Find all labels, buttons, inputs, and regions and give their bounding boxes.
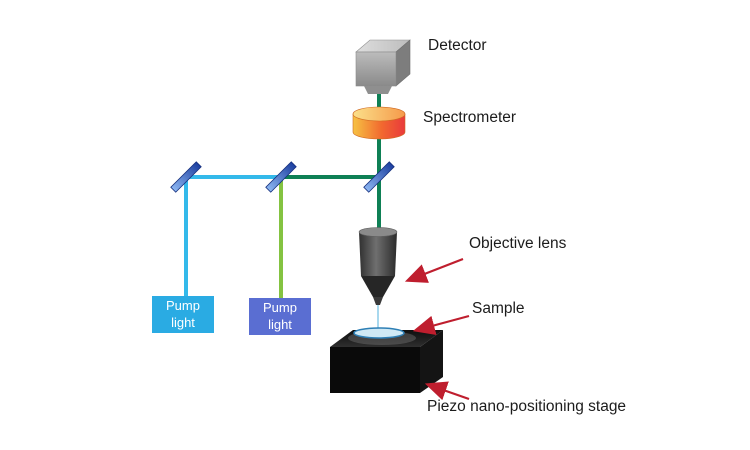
pump-light-right-label: Pump light bbox=[263, 300, 297, 332]
objective-top bbox=[358, 227, 398, 237]
sample-arrow bbox=[412, 314, 470, 335]
objective-cone bbox=[361, 276, 395, 297]
left-pump-beam bbox=[184, 179, 188, 297]
spectrometer-top bbox=[352, 106, 406, 122]
right-pump-beam bbox=[279, 179, 283, 299]
objective-lens bbox=[358, 227, 398, 305]
spectrometer bbox=[352, 106, 406, 140]
piezo-stage-label: Piezo nano-positioning stage bbox=[427, 398, 627, 415]
stage-side-face bbox=[420, 330, 443, 393]
beam-splitter-middle bbox=[265, 161, 297, 193]
detector-label: Detector bbox=[428, 37, 487, 54]
detector bbox=[355, 39, 411, 94]
sample-label: Sample bbox=[472, 300, 525, 317]
stage-front-face bbox=[330, 347, 420, 393]
pump-light-left-box bbox=[152, 296, 214, 333]
objective-lens-label: Objective lens bbox=[469, 235, 567, 252]
beam-splitter-right bbox=[363, 161, 395, 193]
annotation-arrows bbox=[404, 257, 470, 401]
objective-lens-arrow bbox=[404, 257, 464, 283]
beam-paths bbox=[184, 86, 381, 299]
main-vertical-beam bbox=[377, 86, 381, 232]
pump-light-left-label: Pump light bbox=[166, 298, 200, 330]
spectrometer-label: Spectrometer bbox=[423, 109, 517, 126]
horizontal-beam-mid-right bbox=[281, 175, 379, 179]
beam-splitter-left bbox=[170, 161, 202, 193]
horizontal-beam-left-mid bbox=[188, 175, 281, 179]
sample-disc bbox=[353, 327, 405, 339]
objective-body bbox=[359, 232, 397, 276]
piezo-stage bbox=[330, 330, 443, 393]
piezo-stage-arrow bbox=[424, 381, 470, 401]
detector-mount bbox=[364, 86, 392, 94]
pump-light-right-box bbox=[249, 298, 311, 335]
detector-front-face bbox=[355, 51, 397, 87]
beam-splitters bbox=[170, 161, 395, 193]
objective-tip bbox=[373, 297, 383, 305]
